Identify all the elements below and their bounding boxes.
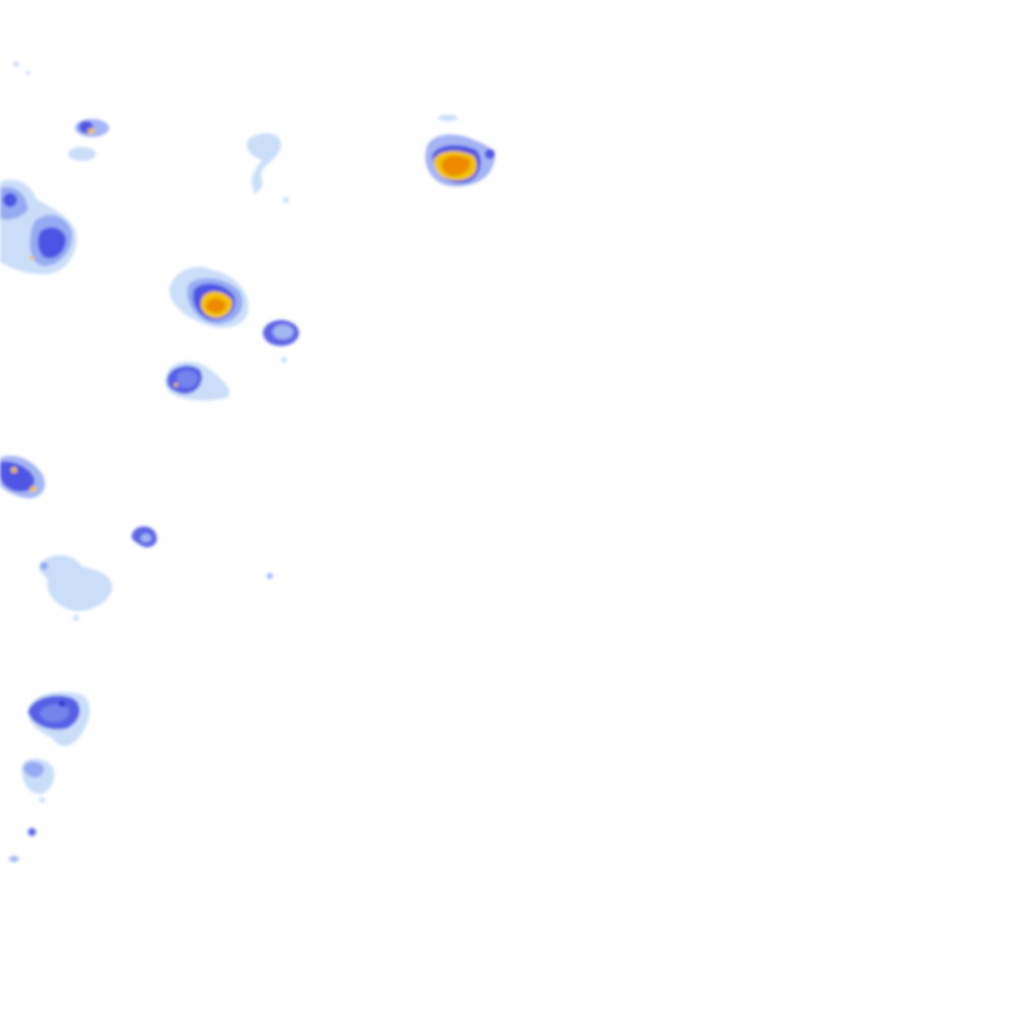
precip-cell-ring-east [263, 320, 299, 363]
precip-cell-southwest-of-center [165, 361, 230, 401]
precip-cell-southwest [27, 691, 90, 747]
precip-cell-speck-top [13, 61, 30, 75]
precip-area-faint-west [39, 555, 113, 621]
precip-cell-intense-central [169, 266, 249, 328]
precip-cluster-west-upper [0, 179, 77, 275]
precip-cell-west-middle [0, 455, 45, 499]
precip-cell-small-b [131, 526, 273, 579]
precip-streak-faint [246, 133, 289, 203]
precip-cell-intense-north [425, 115, 495, 187]
precip-specks-south [9, 828, 36, 862]
precip-cell-small-a [68, 119, 109, 161]
precip-cell-south-small [21, 758, 55, 803]
